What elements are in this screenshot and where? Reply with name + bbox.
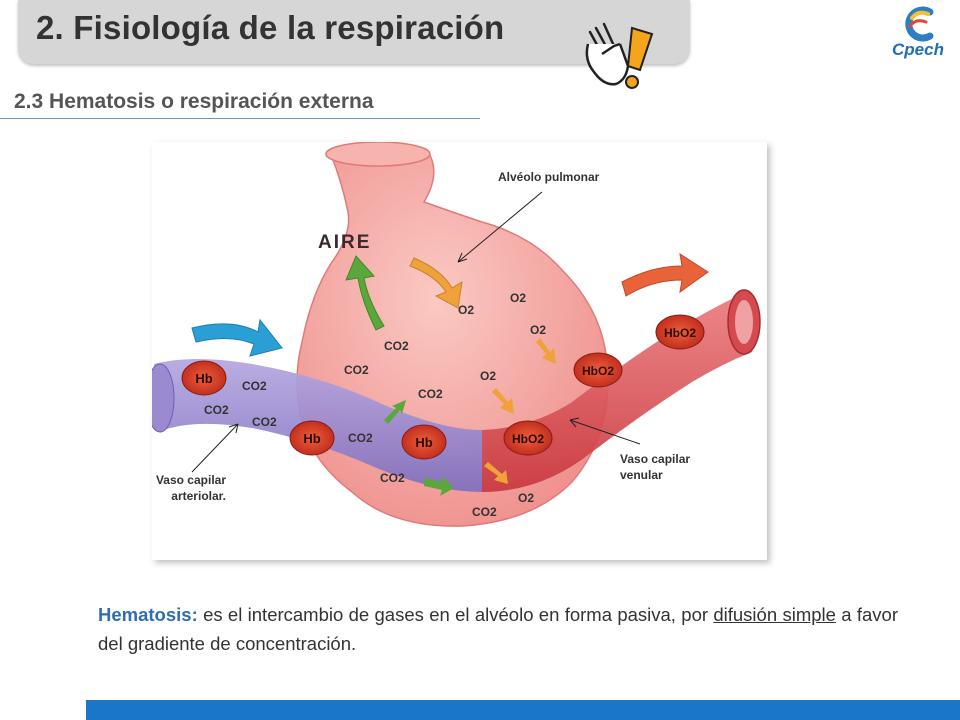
gas-label-o2: O2 — [510, 291, 526, 305]
hand-pointer-warning-icon — [585, 22, 654, 89]
callout-line-arteriolar — [191, 423, 239, 473]
gas-label-co2: CO2 — [242, 379, 267, 393]
cpech-logo: Cpech — [882, 4, 954, 66]
callout-line-alveolo — [457, 191, 543, 263]
caption-text-1: es el intercambio de gases en el alvéolo… — [197, 604, 714, 625]
air-out-arrow — [621, 252, 709, 297]
caption-text-2: a favor del gradiente de concentración. — [98, 604, 898, 654]
cell-label: Hb — [303, 431, 320, 446]
gas-label-co2: CO2 — [204, 403, 229, 417]
cell-label: HbO2 — [582, 364, 614, 378]
o2-arrow-small-1 — [536, 338, 556, 364]
gas-label-o2: O2 — [458, 303, 474, 317]
co2-exit-arrow — [345, 255, 385, 331]
callout-venular-line1: Vaso capilar — [620, 452, 691, 466]
gas-label-co2: CO2 — [344, 363, 369, 377]
gas-label-co2: CO2 — [472, 505, 497, 519]
red-cell-hb-2: Hb — [289, 420, 335, 456]
callout-arteriolar: Vaso capilar arteriolar. — [152, 472, 226, 504]
o2-arrow-small-3 — [484, 462, 508, 484]
red-cell-hbo2-1: HbO2 — [503, 420, 553, 456]
caption: Hematosis: es el intercambio de gases en… — [98, 600, 898, 658]
gas-label-co2: CO2 — [380, 471, 405, 485]
callout-line-venular — [569, 419, 641, 445]
title-bar — [18, 0, 690, 64]
red-cell-hb-1: Hb — [181, 360, 227, 396]
gas-label-o2: O2 — [518, 491, 534, 505]
footer-bar — [86, 700, 960, 720]
cell-label: Hb — [415, 435, 432, 450]
hematosis-diagram: Hb Hb Hb HbO2 HbO2 HbO2 AIRE — [152, 142, 767, 560]
section-subtitle: 2.3 Hematosis o respiración externa — [14, 90, 374, 113]
caption-underlined: difusión simple — [713, 604, 836, 625]
cell-label: Hb — [195, 371, 212, 386]
diagram-illustration: Hb Hb Hb HbO2 HbO2 HbO2 AIRE — [152, 142, 761, 527]
co2-arrow-small-2 — [424, 476, 454, 496]
subtitle-underline — [0, 118, 480, 119]
co2-arrow-small-1 — [384, 400, 406, 424]
cell-label: HbO2 — [512, 432, 544, 446]
red-cell-hbo2-2: HbO2 — [573, 352, 623, 388]
air-label: AIRE — [318, 232, 371, 253]
gas-label-co2: CO2 — [418, 387, 443, 401]
callout-arteriolar-line2: arteriolar. — [171, 489, 226, 503]
callout-alveolo: Alvéolo pulmonar — [498, 170, 600, 184]
red-cell-hbo2-3: HbO2 — [655, 314, 705, 350]
callout-venular-line2: venular — [620, 468, 663, 482]
red-cell-hb-3: Hb — [401, 424, 447, 460]
caption-term: Hematosis: — [98, 604, 198, 625]
arteriolar-opening — [152, 363, 175, 433]
gas-label-co2: CO2 — [348, 431, 373, 445]
o2-entry-arrow — [409, 257, 463, 309]
gas-label-o2: O2 — [530, 323, 546, 337]
gas-label-co2: CO2 — [252, 415, 277, 429]
air-in-arrow — [191, 318, 283, 357]
cpech-logo-icon — [905, 6, 934, 42]
gas-label-o2: O2 — [480, 369, 496, 383]
cell-label: HbO2 — [664, 326, 696, 340]
gas-label-co2: CO2 — [384, 339, 409, 353]
callout-venular: Vaso capilar venular — [620, 451, 690, 483]
logo-text: Cpech — [892, 40, 944, 59]
page-title: 2. Fisiología de la respiración — [36, 9, 505, 46]
callout-arteriolar-line1: Vaso capilar — [155, 473, 226, 487]
o2-arrow-small-2 — [492, 388, 514, 414]
